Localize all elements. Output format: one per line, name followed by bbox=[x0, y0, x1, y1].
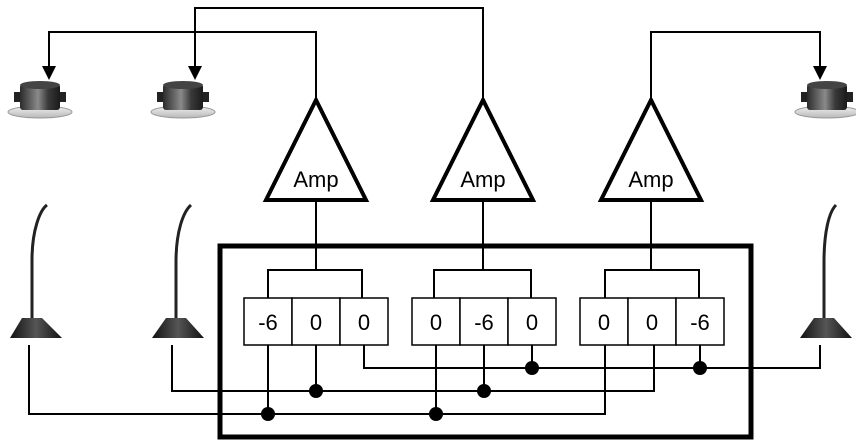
ceiling-speaker-icon bbox=[794, 80, 856, 119]
gain-cell: 0 bbox=[430, 310, 442, 335]
amp-label: Amp bbox=[628, 167, 673, 192]
amplifier-3: Amp bbox=[597, 95, 705, 202]
ceiling-speaker-icon bbox=[7, 80, 73, 119]
gain-cell: 0 bbox=[646, 310, 658, 335]
ceiling-speaker-icon bbox=[150, 80, 216, 119]
amp1-to-speaker1-wire bbox=[48, 31, 317, 153]
junction-dot bbox=[525, 361, 539, 375]
gain-cell: 0 bbox=[598, 310, 610, 335]
gain-cell: 0 bbox=[310, 310, 322, 335]
junction-dot bbox=[429, 407, 443, 421]
sum-bus-1 bbox=[267, 269, 363, 298]
junction-dot bbox=[309, 384, 323, 398]
junction-dot bbox=[261, 407, 275, 421]
amp3-to-speaker3-wire bbox=[650, 31, 821, 153]
gain-cell: 0 bbox=[526, 310, 538, 335]
junction-dot bbox=[693, 361, 707, 375]
arrow-down-icon bbox=[42, 66, 56, 80]
gooseneck-microphone-icon bbox=[800, 203, 852, 338]
gain-group-3: 0 0 -6 bbox=[579, 297, 725, 346]
mixer-matrix-frame bbox=[217, 243, 754, 440]
gain-group-1: -6 0 0 bbox=[243, 297, 389, 346]
sum-bus-3 bbox=[604, 269, 700, 298]
amp-label: Amp bbox=[293, 167, 338, 192]
gooseneck-microphone-icon bbox=[152, 203, 204, 338]
amplifier-2: Amp bbox=[429, 95, 537, 202]
sum-bus-2 bbox=[433, 269, 532, 298]
gain-cell: -6 bbox=[258, 310, 278, 335]
amplifier-1: Amp bbox=[262, 95, 370, 202]
gooseneck-microphone-icon bbox=[10, 203, 62, 338]
gain-group-2: 0 -6 0 bbox=[411, 297, 557, 346]
mic1-bus-wire bbox=[28, 345, 606, 415]
gain-cell: 0 bbox=[358, 310, 370, 335]
mic3-bus-wire bbox=[363, 345, 821, 369]
amp2-to-speaker2-wire bbox=[194, 7, 484, 153]
arrow-down-icon bbox=[813, 66, 827, 80]
arrow-down-icon bbox=[188, 66, 202, 80]
amp-label: Amp bbox=[460, 167, 505, 192]
gain-cell: -6 bbox=[690, 310, 710, 335]
gain-cell: -6 bbox=[474, 310, 494, 335]
junction-dot bbox=[477, 384, 491, 398]
